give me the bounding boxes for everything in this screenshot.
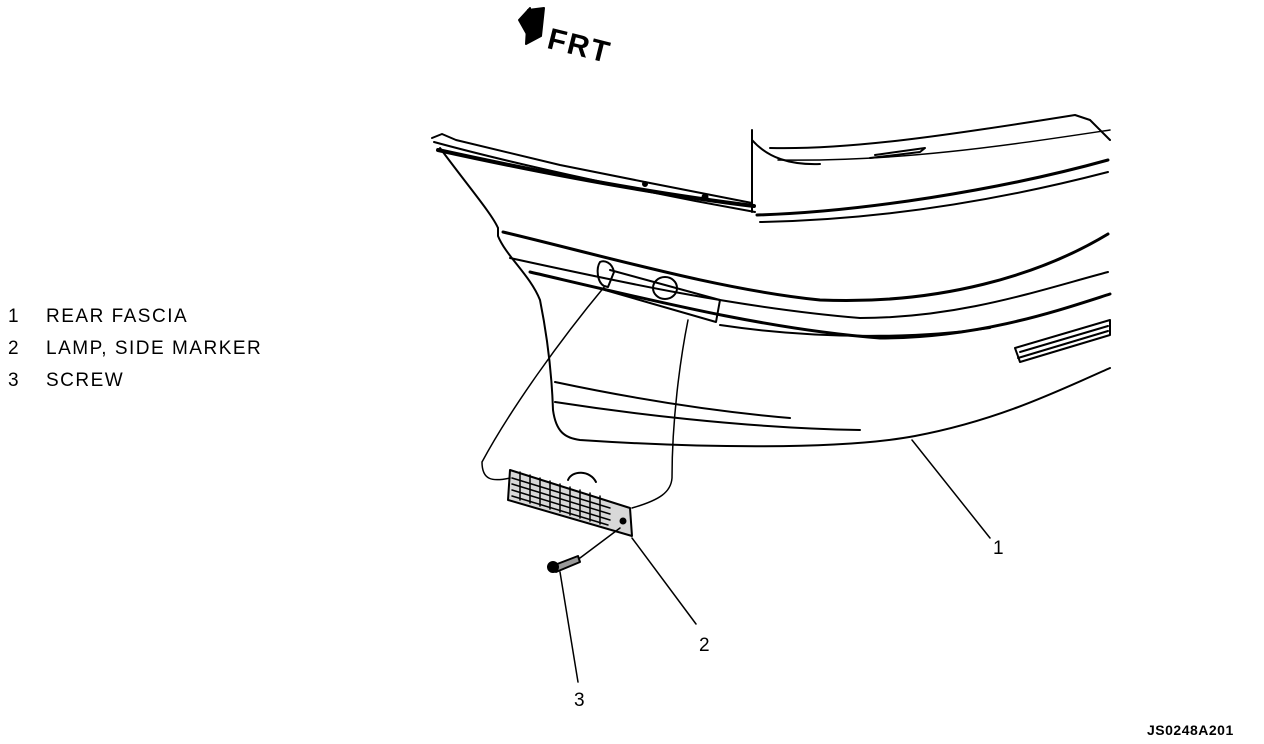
parts-legend: 1 REAR FASCIA 2 LAMP, SIDE MARKER 3 SCRE… (8, 301, 262, 397)
front-direction-arrow-icon (518, 7, 545, 45)
legend-item: 3 SCREW (8, 365, 262, 397)
legend-label: REAR FASCIA (46, 306, 189, 327)
callout-screw: 3 (574, 690, 585, 711)
legend-label: LAMP, SIDE MARKER (46, 338, 263, 359)
callout-rear-fascia: 1 (993, 538, 1004, 559)
screw (547, 527, 621, 683)
legend-item: 1 REAR FASCIA (8, 301, 262, 333)
legend-number: 3 (8, 370, 21, 391)
legend-label: SCREW (46, 370, 125, 391)
figure-id: JS0248A201 (1147, 722, 1234, 738)
legend-number: 1 (8, 306, 21, 327)
rear-fascia (431, 114, 1112, 539)
side-marker-lamp (481, 285, 697, 625)
legend-item: 2 LAMP, SIDE MARKER (8, 333, 262, 365)
legend-number: 2 (8, 338, 21, 359)
callout-side-marker-lamp: 2 (699, 635, 710, 656)
